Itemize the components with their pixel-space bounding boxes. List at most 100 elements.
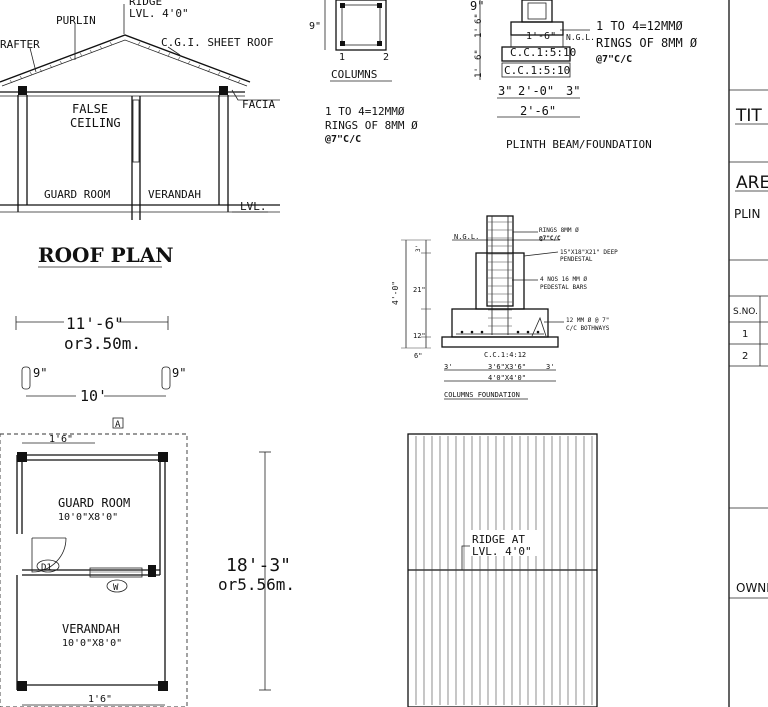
row-2: 2 — [742, 351, 748, 362]
window-label: W — [113, 583, 119, 593]
columns-title: COLUMNS — [331, 68, 377, 81]
roof-plan-sheets: RIDGE AT LVL. 4'0" — [407, 433, 598, 707]
plinth-cc-2: C.C.1:5:10 — [504, 64, 570, 77]
verandah-section-label: VERANDAH — [148, 188, 201, 201]
bottom-dim: 1'6" — [88, 694, 112, 705]
window-frame — [89, 567, 143, 578]
verandah-label: VERANDAH — [62, 622, 120, 636]
cf-ngl: N.G.L. — [454, 233, 479, 241]
rafter-label: RAFTER — [0, 38, 40, 51]
plinth-beam-ring — [527, 2, 547, 20]
column-bar — [377, 3, 382, 8]
column-bar — [340, 3, 345, 8]
right-overhang-dim: 9" — [172, 366, 186, 380]
facia-label: FACIA — [242, 98, 275, 111]
ridge-label: RIDGE — [129, 0, 162, 8]
cf-dim-21: 21" — [413, 286, 426, 294]
column-foundation-detail: N.G.L. 4'-0" 3' 21" 12" 6" RINGS 8MM Ø @… — [391, 215, 618, 400]
cf-dim-3ft: 3' — [415, 245, 422, 252]
cf-mesh-bars — [460, 330, 540, 334]
cf-pedestal-leader — [523, 251, 559, 257]
plinth-footing — [510, 21, 564, 36]
door-tag — [36, 559, 60, 573]
plinth-dim-2-0: 2'-0" — [518, 84, 554, 98]
title-label: TIT — [735, 106, 762, 126]
rafter-leader — [29, 47, 37, 73]
verandah-size: 10'0"X8'0" — [62, 638, 122, 649]
overall-width-m: or3.50m. — [64, 334, 141, 353]
cf-mesh-1: 12 MM Ø @ 7" — [566, 317, 609, 324]
plinth-note-2: RINGS OF 8MM Ø — [596, 36, 698, 50]
cf-title: COLUMNS FOUNDATION — [444, 391, 520, 399]
height-m: or5.56m. — [218, 575, 295, 594]
column-ring — [341, 4, 381, 46]
cf-pcc — [441, 336, 559, 348]
cf-dim-12: 12" — [413, 332, 426, 340]
cf-mesh-2: C/C BOTHWAYS — [566, 325, 610, 332]
pcc-bed — [501, 46, 571, 62]
ridge-label-2: LVL. 4'0" — [472, 545, 532, 558]
plinth-dim-6b: 6" — [474, 49, 484, 60]
cf-pedestal — [475, 252, 525, 310]
floor-column — [17, 681, 27, 691]
sheet-leader — [167, 46, 181, 56]
plinth-label: PLIN — [734, 207, 760, 221]
floor-column — [17, 452, 27, 462]
guard-room-section-label: GUARD ROOM — [44, 188, 111, 201]
cf-dim-l: 3' — [444, 363, 452, 371]
ridge-label-backdrop — [470, 530, 538, 556]
owner-label: OWNI — [736, 581, 768, 595]
columns-note-3: @7"C/C — [325, 134, 361, 145]
plinth-dim-3b: 3" — [566, 84, 580, 98]
roof-section-elevation: RIDGE LVL. 4'0" PURLIN RAFTER C.G.I. SHE… — [0, 0, 280, 220]
plinth-ngl: N.G.L. — [566, 33, 595, 42]
ridge-label-1: RIDGE AT — [472, 533, 525, 546]
window-tag — [106, 579, 128, 593]
door-label: D1 — [41, 563, 52, 573]
left-overhang-post — [21, 366, 31, 390]
cf-bars-2: PEDESTAL BARS — [540, 284, 587, 291]
height-ft: 18'-3" — [226, 555, 291, 576]
plinth-note-3: @7"C/C — [596, 54, 632, 65]
false-ceiling-label-1: FALSE — [72, 102, 108, 116]
columns-detail: 9" 1 2 COLUMNS 1 TO 4=12MMØ RINGS OF 8MM… — [309, 0, 418, 145]
cgi-corrugation — [9, 41, 241, 84]
plinth-dim-1-6: 1'-6" — [526, 31, 556, 42]
cf-dim-4-0: 4'-0" — [391, 281, 400, 305]
floor-column — [148, 565, 156, 577]
level-label: LVL. — [240, 200, 267, 213]
column-bar-1: 1 — [339, 52, 345, 63]
partition-window — [132, 99, 140, 163]
cf-dim-36: 3'6"X3'6" — [488, 363, 526, 371]
floor-plan: A 1'6" D1 W GUARD ROOM 10'0"X8'0" VERAND… — [0, 417, 295, 707]
top-dim: 1'6" — [49, 434, 73, 445]
cf-bend — [531, 316, 547, 337]
plinth-dim-6: 6" — [474, 13, 484, 24]
column-bar — [377, 41, 382, 46]
column-bar-2: 2 — [383, 52, 389, 63]
area-label: ARE — [736, 173, 768, 193]
column-block-left — [18, 86, 27, 95]
guard-room-size: 10'0"X8'0" — [58, 512, 118, 523]
roof-sheet-corrugations — [415, 436, 593, 705]
facia-leader — [231, 89, 280, 101]
columns-note-1: 1 TO 4=12MMØ — [325, 105, 405, 118]
left-overhang-dim: 9" — [33, 366, 47, 380]
plinth-cc-1: C.C.1:5:10 — [510, 46, 576, 59]
cf-dim-r: 3' — [546, 363, 554, 371]
cf-pedestal-2: PENDESTAL — [560, 256, 593, 263]
row-1: 1 — [742, 329, 748, 340]
sno-header: S.NO. — [733, 307, 758, 317]
false-ceiling-label-2: CEILING — [70, 116, 121, 130]
cgi-sheet-label: C.G.I. SHEET ROOF — [161, 36, 274, 49]
floor-column — [158, 681, 168, 691]
cf-pedestal-1: 15"X18"X21" DEEP — [560, 249, 618, 256]
title-block: TIT ARE PLIN S.NO. 1 2 OWNI — [728, 0, 768, 707]
roof-slope — [0, 34, 251, 83]
column-bar — [340, 41, 345, 46]
ridge-level-label: LVL. 4'0" — [129, 7, 189, 20]
roof-plan-title: ROOF PLAN — [38, 243, 174, 267]
door-swing — [31, 537, 67, 573]
cf-column — [486, 215, 514, 307]
